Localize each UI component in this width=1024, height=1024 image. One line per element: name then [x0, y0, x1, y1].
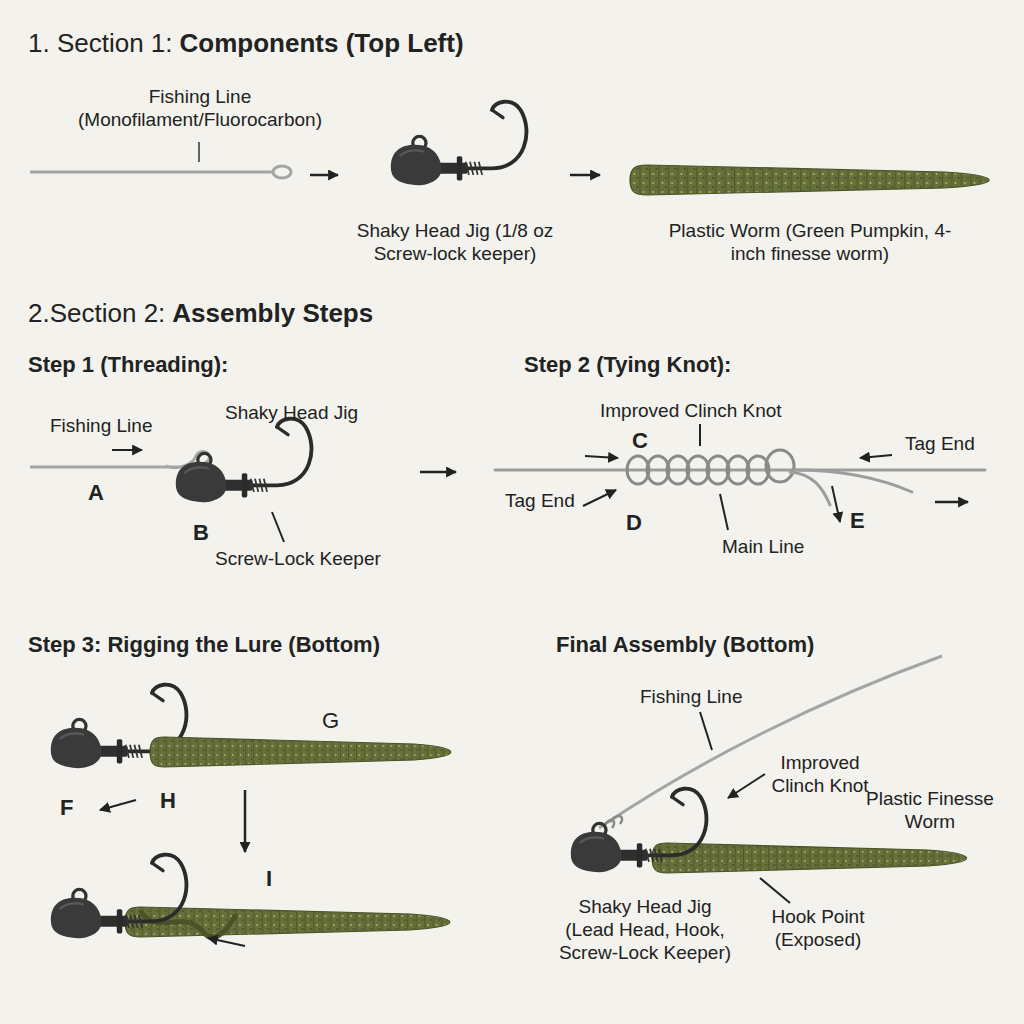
callout-letter: I — [266, 866, 272, 892]
leader-line — [728, 774, 765, 798]
worm-twisted — [125, 907, 450, 937]
part-label: Shaky Head Jig (Lead Head, Hook, Screw-L… — [556, 896, 734, 964]
step-arrow — [272, 512, 284, 542]
worm-component — [630, 165, 989, 195]
step-arrow — [832, 486, 840, 522]
step-arrow — [583, 490, 616, 506]
step-heading: Step 3: Rigging the Lure (Bottom) — [28, 632, 380, 658]
part-label: Plastic Finesse Worm — [860, 788, 1000, 834]
jig-final — [571, 789, 707, 873]
step-arrow — [244, 790, 247, 852]
section-heading: Components (Top Left) — [180, 28, 464, 59]
part-label: Fishing Line — [50, 415, 152, 438]
worm-final — [652, 843, 967, 873]
fishing-line — [30, 171, 272, 174]
worm-twisted — [125, 907, 450, 937]
step-arrow — [585, 456, 618, 458]
section-heading: 2.Section 2: — [28, 298, 165, 329]
step-arrow — [112, 450, 456, 542]
knot-line — [627, 450, 794, 484]
step-arrow — [100, 800, 136, 810]
callout-letter: A — [88, 480, 104, 506]
jig-component — [391, 102, 527, 186]
part-label: Main Line — [722, 536, 804, 559]
step-heading: Step 1 (Threading): — [28, 352, 228, 378]
jig-step1 — [176, 419, 312, 503]
worm-step3 — [150, 737, 451, 767]
fishing-line — [30, 142, 291, 178]
callout-letter: B — [193, 520, 209, 546]
part-label: Tag End — [505, 490, 575, 513]
flow-arrow — [310, 174, 600, 177]
callout-letter: F — [60, 795, 73, 821]
callout-letter: H — [160, 788, 176, 814]
step-arrow — [100, 790, 245, 946]
callout-letter: D — [626, 510, 642, 536]
part-label: Fishing Line — [640, 686, 742, 709]
part-label: Plastic Worm (Green Pumpkin, 4-inch fine… — [665, 220, 955, 266]
jig-step1 — [176, 419, 312, 503]
knot-line — [794, 470, 912, 492]
section-heading: 1. Section 1: — [28, 28, 173, 59]
step-arrow — [420, 471, 456, 474]
worm-component — [630, 165, 989, 195]
worm-final — [652, 843, 967, 873]
part-label: Improved Clinch Knot — [760, 752, 880, 798]
step-heading: Final Assembly (Bottom) — [556, 632, 814, 658]
threading-line — [30, 452, 209, 468]
jig-twisted — [51, 855, 187, 939]
step-arrow — [112, 449, 142, 451]
worm-step3 — [150, 737, 451, 767]
step-arrow — [860, 455, 892, 458]
step-arrow — [935, 501, 968, 504]
knot-line — [790, 472, 830, 505]
part-label: Improved Clinch Knot — [600, 400, 782, 423]
fishing-line — [273, 166, 291, 178]
jig-twisted — [51, 855, 187, 939]
fishing-line — [198, 142, 200, 162]
callout-letter: E — [850, 508, 865, 534]
threading-line — [30, 452, 209, 468]
part-label: Shaky Head Jig — [225, 402, 358, 425]
flow-arrow — [310, 174, 338, 177]
leader-line — [700, 712, 790, 903]
part-label: Tag End — [905, 433, 975, 456]
step-arrow — [699, 424, 701, 446]
callout-letter: G — [322, 708, 339, 734]
knot-line — [495, 469, 985, 472]
step-arrow — [720, 494, 728, 530]
section-heading: Assembly Steps — [172, 298, 373, 329]
leader-line — [760, 878, 790, 903]
part-label: Shaky Head Jig (1/8 oz Screw-lock keeper… — [345, 220, 565, 266]
jig-final — [571, 789, 707, 873]
step-arrow — [208, 938, 245, 946]
step-heading: Step 2 (Tying Knot): — [524, 352, 731, 378]
leader-line — [700, 712, 712, 750]
knot-line — [766, 450, 794, 482]
part-label: Screw-Lock Keeper — [215, 548, 381, 571]
callout-letter: C — [632, 428, 648, 454]
part-label: Fishing Line (Monofilament/Fluorocarbon) — [65, 86, 335, 132]
flow-arrow — [570, 174, 600, 177]
jig-component — [391, 102, 527, 186]
worm-twisted — [140, 910, 236, 937]
part-label: Hook Point (Exposed) — [753, 906, 883, 952]
